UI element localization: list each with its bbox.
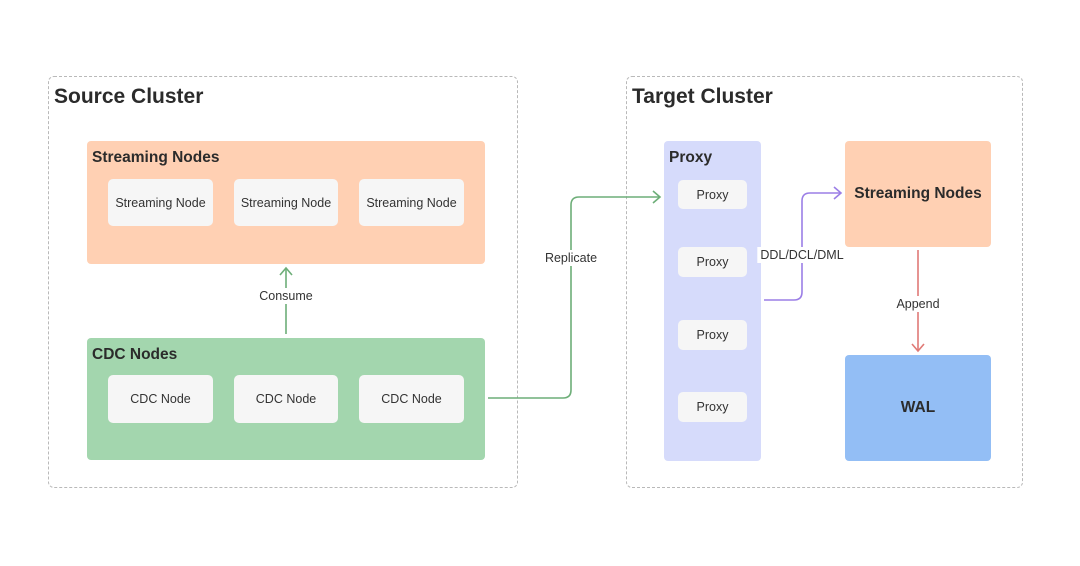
proxy-group-title: Proxy xyxy=(669,149,713,166)
source-cluster-title: Source Cluster xyxy=(54,85,204,108)
streaming-node: Streaming Node xyxy=(234,179,338,226)
ddl-arrow xyxy=(764,186,843,301)
cdc-group-title: CDC Nodes xyxy=(92,346,178,363)
source-cluster xyxy=(48,76,518,488)
cdc-node: CDC Node xyxy=(234,375,338,423)
append-label: Append xyxy=(893,296,943,312)
target-cluster-title: Target Cluster xyxy=(632,85,773,108)
consume-label: Consume xyxy=(256,288,316,304)
streaming-node: Streaming Node xyxy=(359,179,464,226)
proxy-node: Proxy xyxy=(678,392,747,422)
wal-box-label: WAL xyxy=(900,399,936,416)
target-streaming-box-label: Streaming Nodes xyxy=(854,185,982,202)
proxy-node: Proxy xyxy=(678,320,747,350)
wal-box: WAL xyxy=(845,355,991,461)
replicate-label: Replicate xyxy=(541,250,601,266)
target-streaming-box: Streaming Nodes xyxy=(845,141,991,247)
proxy-node: Proxy xyxy=(678,180,747,209)
source-streaming-group-title: Streaming Nodes xyxy=(92,149,220,166)
cdc-node: CDC Node xyxy=(108,375,213,423)
target-cluster xyxy=(626,76,1023,488)
streaming-node: Streaming Node xyxy=(108,179,213,226)
replicate-arrow xyxy=(488,190,662,399)
ddl-dcl-dml-label: DDL/DCL/DML xyxy=(757,247,847,263)
proxy-node: Proxy xyxy=(678,247,747,277)
cdc-node: CDC Node xyxy=(359,375,464,423)
